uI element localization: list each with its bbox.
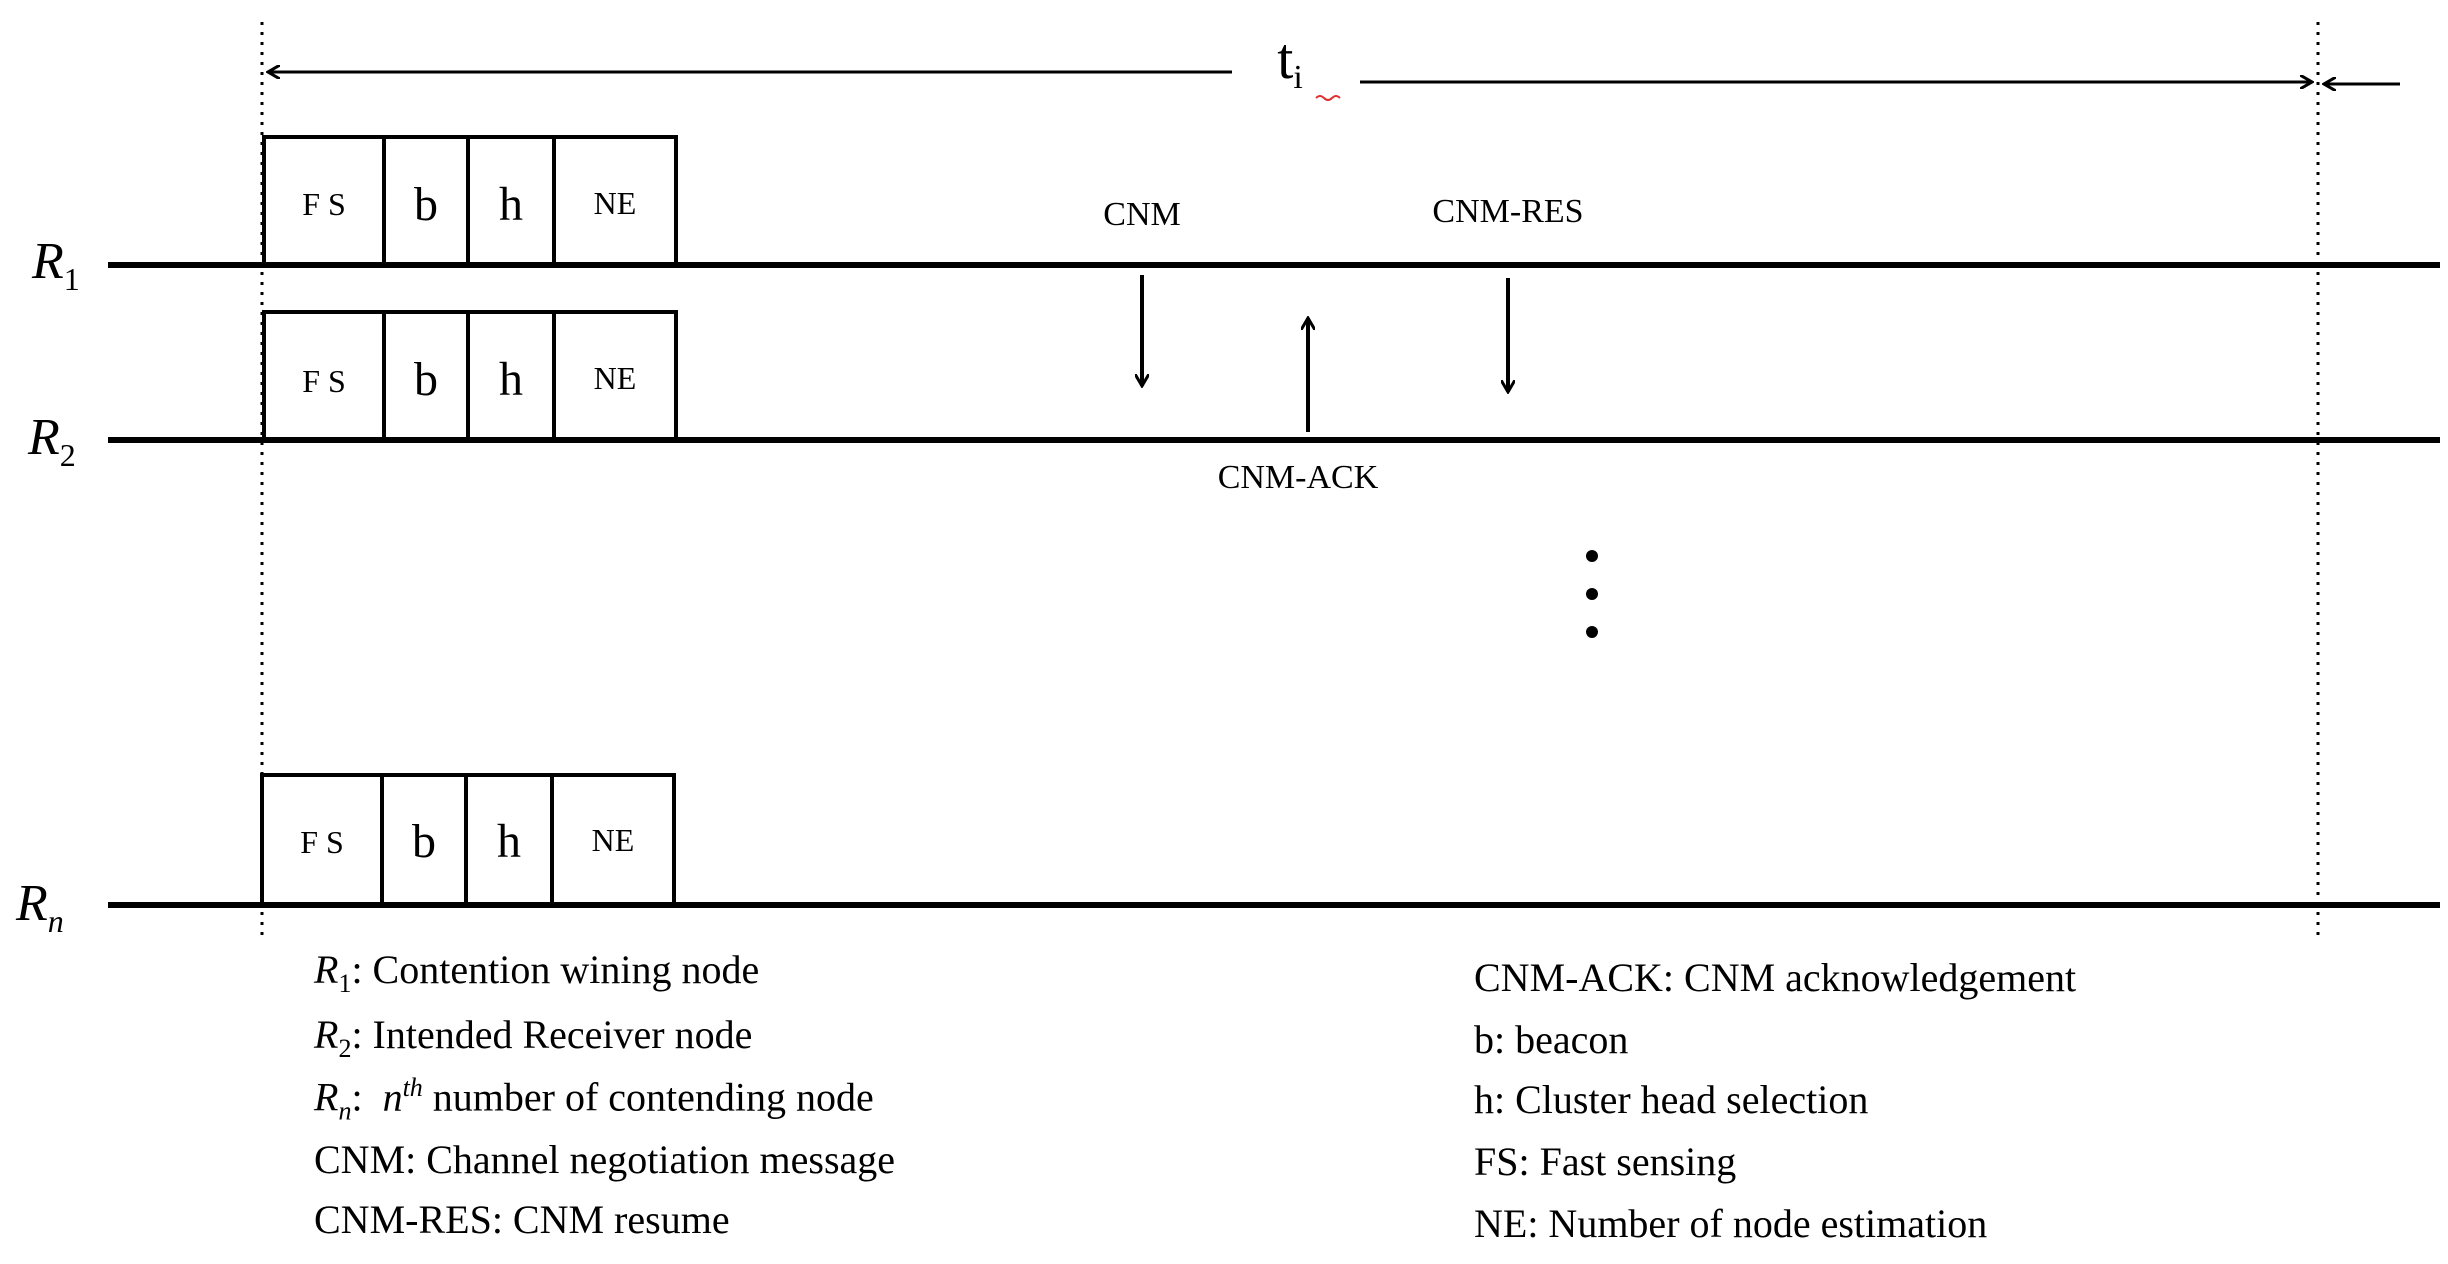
slot-ne [552,310,678,442]
row-label: R2 [27,409,76,473]
slot-ne-label: NE [594,185,637,221]
slot-b-label: b [412,815,436,868]
legend-h: h: Cluster head selection [1474,1077,1869,1122]
legend-fs: FS: Fast sensing [1474,1139,1737,1184]
ellipsis-dot [1586,550,1598,562]
row-label: R1 [31,233,80,297]
period-label: ti [1277,26,1303,96]
slot-b-label: b [414,178,438,231]
ellipsis-dot [1586,626,1598,638]
cnm-res-label: CNM-RES [1432,193,1583,230]
slot-ne [552,135,678,267]
slot-b-label: b [414,353,438,406]
row-r2: R2 F S b h NE [27,310,2440,473]
row-r1: R1 F S b h NE [31,135,2440,297]
legend-cnm: CNM: Channel negotiation message [314,1137,896,1182]
slot-ne-label: NE [594,360,637,396]
slot-h-label: h [499,178,523,231]
legend-cnm-ack: CNM-ACK: CNM acknowledgement [1474,955,2077,1000]
legend-ne: NE: Number of node estimation [1474,1201,1988,1246]
slot-ne-label: NE [592,822,635,858]
slot-fs-label: F S [302,363,346,399]
cnm-ack-label: CNM-ACK [1218,459,1379,496]
slot-fs-label: F S [302,186,346,222]
ellipsis-dot [1586,588,1598,600]
slot-h-label: h [497,815,521,868]
slot-ne [550,773,676,907]
legend-cnm-res: CNM-RES: CNM resume [314,1197,730,1242]
legend-b: b: beacon [1474,1017,1629,1062]
slot-h-label: h [499,353,523,406]
slot-fs-label: F S [300,824,344,860]
cnm-label: CNM [1103,196,1180,233]
legend-r2: R2: Intended Receiver node [314,1012,753,1063]
row-rn: Rn F S b h NE [15,773,2440,939]
legend-r1: R1: Contention wining node [314,947,760,998]
period-label-squiggle [1315,95,1341,101]
legend-rn: Rn: nth number of contending node [314,1073,874,1126]
row-label: Rn [15,875,64,939]
